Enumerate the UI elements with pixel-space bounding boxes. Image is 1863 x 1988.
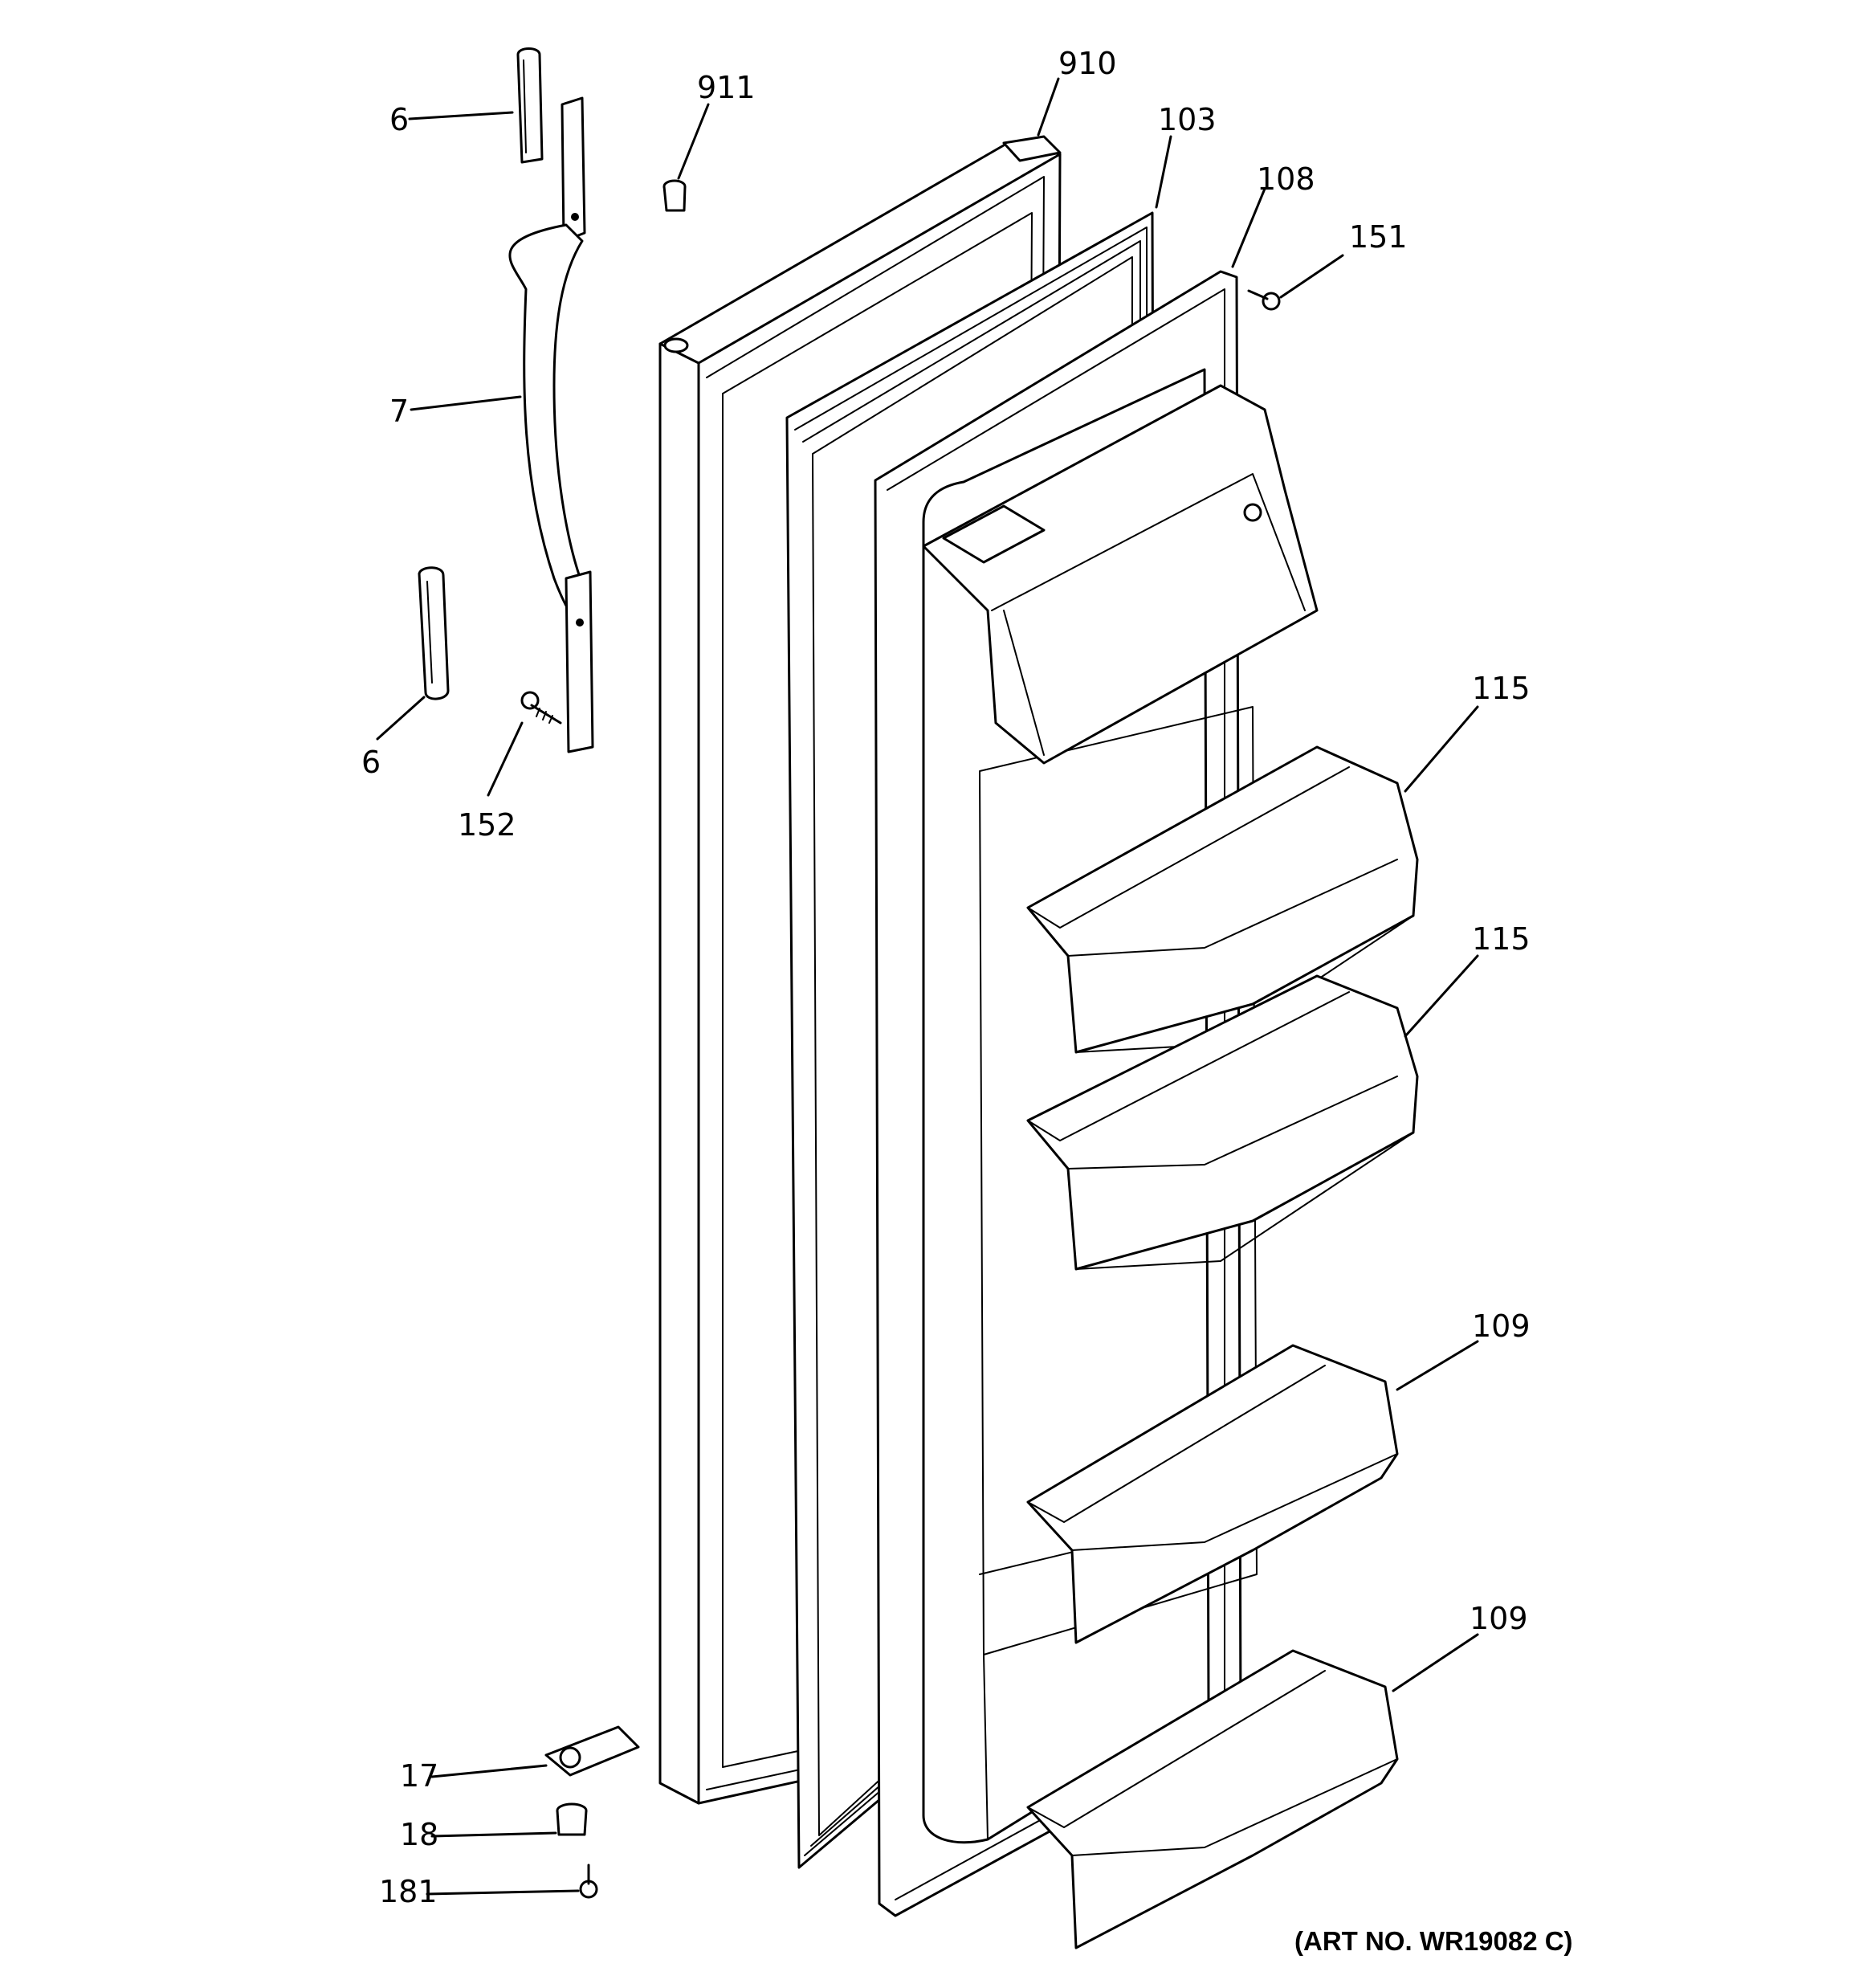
callout-108: 108 bbox=[1257, 161, 1315, 197]
callout-109-lower: 109 bbox=[1470, 1601, 1528, 1636]
hinge-bracket-17 bbox=[544, 1725, 640, 1777]
callout-181: 181 bbox=[379, 1874, 438, 1909]
callout-18: 18 bbox=[400, 1817, 438, 1852]
callout-7: 7 bbox=[389, 394, 409, 429]
callout-6-bottom: 6 bbox=[361, 745, 381, 780]
leader-lines bbox=[376, 77, 1479, 1896]
dairy-compartment bbox=[922, 384, 1319, 765]
callout-6-top: 6 bbox=[389, 102, 409, 137]
bushing-18 bbox=[556, 1802, 588, 1836]
art-number: (ART NO. WR19082 C) bbox=[1294, 1926, 1573, 1956]
callout-151: 151 bbox=[1349, 219, 1408, 255]
screw-152 bbox=[520, 691, 562, 725]
callout-109-upper: 109 bbox=[1472, 1308, 1531, 1344]
screw-181 bbox=[579, 1863, 598, 1899]
callout-115-upper: 115 bbox=[1472, 671, 1531, 706]
handle-end-cap-top bbox=[516, 47, 544, 164]
callout-152: 152 bbox=[458, 807, 516, 843]
door-handle bbox=[508, 96, 594, 753]
door-bin-109-upper bbox=[1026, 1344, 1399, 1644]
callout-910: 910 bbox=[1058, 46, 1117, 81]
plug-911 bbox=[662, 179, 687, 212]
screw-151 bbox=[1247, 289, 1281, 311]
handle-end-cap-bottom bbox=[418, 566, 450, 700]
callout-115-lower: 115 bbox=[1472, 921, 1531, 957]
door-bin-109-lower bbox=[1026, 1649, 1399, 1949]
shelf-bin-115-lower bbox=[1026, 974, 1419, 1271]
callout-911: 911 bbox=[697, 70, 756, 105]
callout-103: 103 bbox=[1158, 102, 1217, 137]
callout-17: 17 bbox=[400, 1758, 438, 1794]
